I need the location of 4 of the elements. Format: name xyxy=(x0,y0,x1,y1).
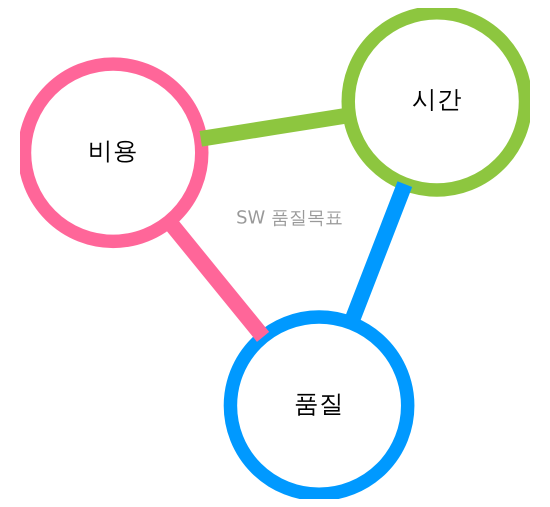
node-circle: 비용 xyxy=(20,57,208,248)
node-circle: 시간 xyxy=(342,8,530,197)
label: SW 품질목표 xyxy=(236,207,344,228)
node-circle: 품질 xyxy=(224,310,414,499)
